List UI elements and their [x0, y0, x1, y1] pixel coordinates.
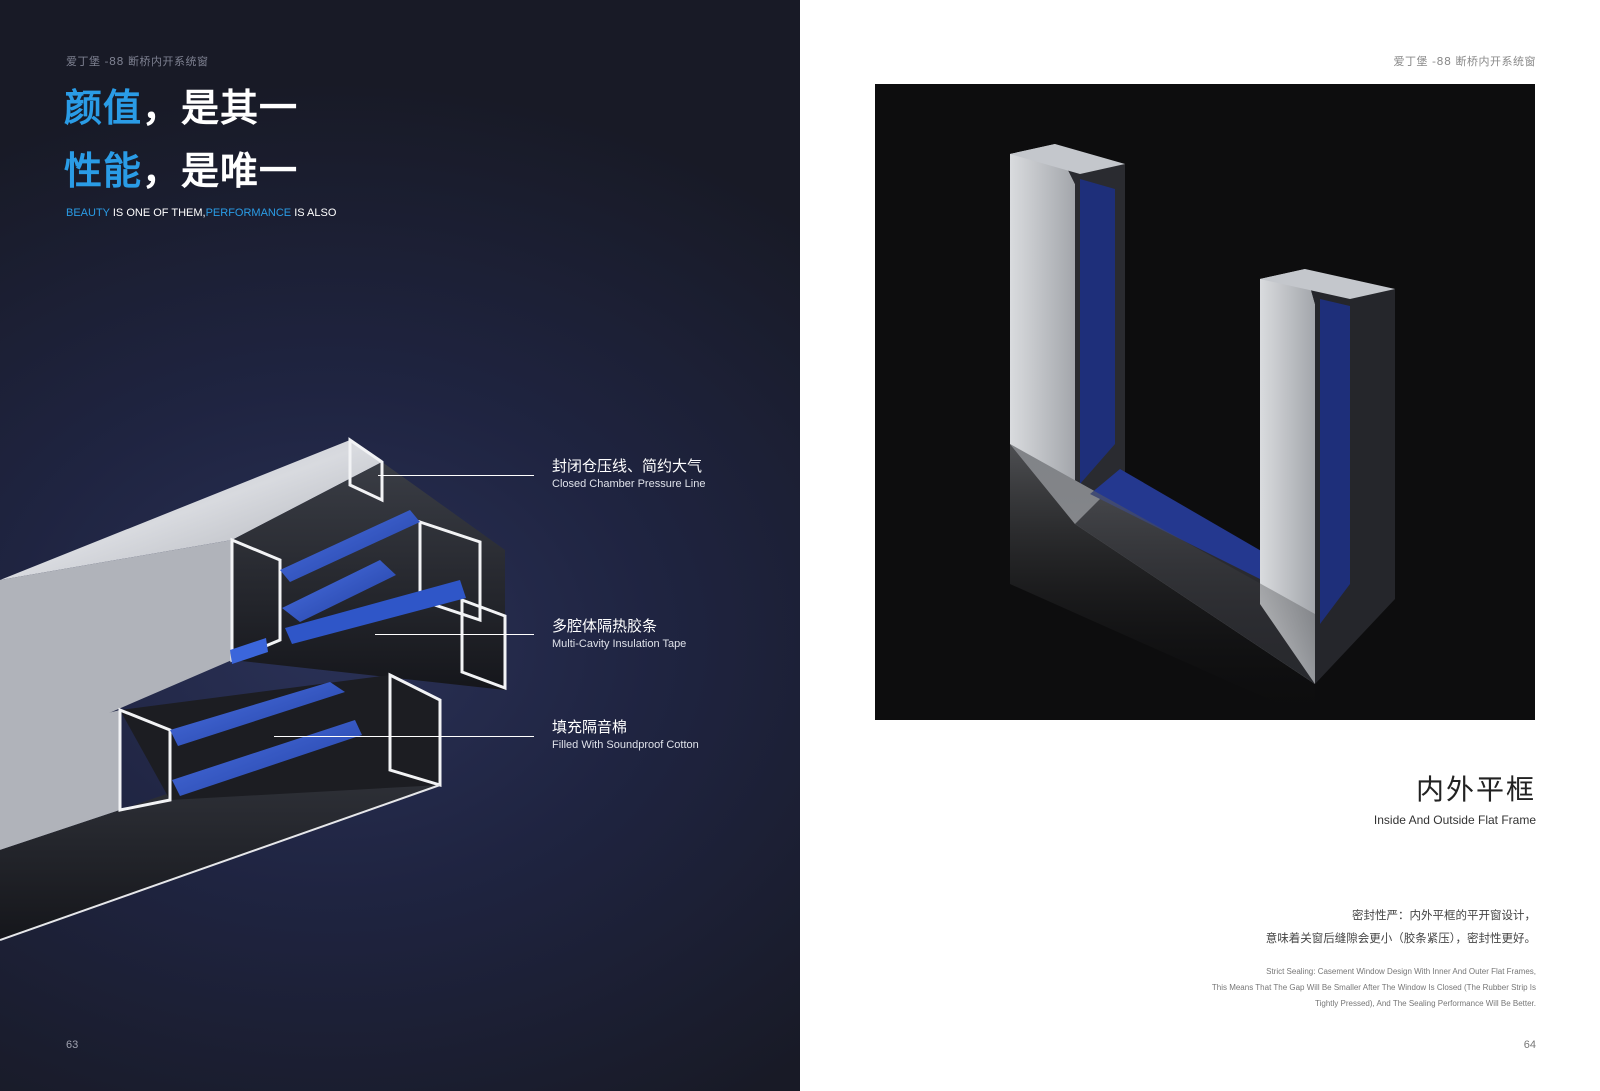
feature-title: 内外平框 — [1415, 773, 1536, 806]
floor-reflection — [1010, 444, 1315, 720]
headline-highlight: 颜值 — [64, 86, 143, 130]
bottom-rail-blue — [1090, 469, 1275, 584]
upper-cross-section — [230, 437, 507, 691]
left-post-blue — [1080, 179, 1115, 484]
upper-gasket — [285, 580, 466, 644]
upper-gasket — [280, 510, 420, 582]
running-head: 爱丁堡 -88 断桥内开系统窗 — [1393, 55, 1536, 68]
tagline-beauty: BEAUTY — [66, 207, 110, 219]
tagline-performance: PERFORMANCE — [205, 207, 292, 219]
u-frame-illustration — [1010, 144, 1395, 720]
left-post-cut-end — [1010, 144, 1125, 174]
description-cn: 密封性严：内外平框的平开窗设计， 意味着关窗后缝隙会更小（胶条紧压），密封性更好… — [1266, 904, 1536, 950]
callout-leader-line — [274, 736, 534, 737]
description-line: This Means That The Gap Will Be Smaller … — [1211, 983, 1536, 992]
lower-gasket — [170, 682, 345, 746]
description-line: 意味着关窗后缝隙会更小（胶条紧压），密封性更好。 — [1265, 931, 1536, 945]
callout-title: 多腔体隔热胶条 — [552, 617, 658, 635]
upper-gasket — [230, 638, 268, 664]
callout-subtitle: Multi-Cavity Insulation Tape — [552, 638, 687, 650]
right-post-cut-end — [1260, 269, 1395, 299]
description-en: Strict Sealing: Casement Window Design W… — [1176, 964, 1536, 1012]
tagline: BEAUTY IS ONE OF THEM,PERFORMANCE IS ALS… — [66, 207, 336, 219]
description-line: Tightly Pressed), And The Sealing Perfor… — [1315, 999, 1536, 1008]
headline-rest: ，是其一 — [142, 86, 299, 130]
upper-gasket — [282, 560, 396, 622]
headline-performance: 性能，是唯一 — [64, 152, 298, 190]
running-head: 爱丁堡 -88 断桥内开系统窗 — [66, 55, 209, 68]
callout-subtitle: Closed Chamber Pressure Line — [552, 478, 706, 490]
callout-soundproof-cotton: 填充隔音棉 Filled With Soundproof Cotton — [552, 718, 699, 751]
headline-rest: ，是唯一 — [142, 149, 299, 193]
upper-profile-top-face — [0, 440, 382, 580]
lower-profile-side-face — [0, 710, 120, 850]
description-line: Strict Sealing: Casement Window Design W… — [1266, 967, 1536, 976]
upper-profile-side-face — [0, 540, 232, 760]
left-page: 爱丁堡 -88 断桥内开系统窗 颜值，是其一 性能，是唯一 BEAUTY IS … — [0, 0, 800, 1091]
right-post-blue — [1320, 299, 1350, 624]
right-post-face — [1260, 269, 1315, 684]
right-page: 爱丁堡 -88 断桥内开系统窗 — [800, 0, 1600, 1091]
callout-title: 封闭仓压线、简约大气 — [552, 457, 703, 475]
edge-highlight — [0, 784, 441, 941]
feature-subtitle: Inside And Outside Flat Frame — [1373, 813, 1536, 827]
tagline-text: IS ONE OF THEM, — [109, 207, 206, 219]
description-line: 密封性严：内外平框的平开窗设计， — [1352, 908, 1536, 922]
callout-insulation-tape: 多腔体隔热胶条 Multi-Cavity Insulation Tape — [552, 617, 686, 650]
callout-subtitle: Filled With Soundproof Cotton — [552, 739, 699, 751]
lower-profile-face — [120, 675, 440, 800]
headline-highlight: 性能 — [64, 149, 143, 193]
page-number: 64 — [1523, 1039, 1536, 1051]
window-profile-illustration — [0, 437, 507, 941]
callout-title: 填充隔音棉 — [552, 718, 628, 736]
callout-leader-line — [378, 475, 534, 476]
headline-beauty: 颜值，是其一 — [64, 89, 298, 127]
flat-frame-photo — [875, 84, 1535, 720]
callout-pressure-line: 封闭仓压线、简约大气 Closed Chamber Pressure Line — [552, 457, 705, 490]
page-number: 63 — [66, 1039, 79, 1051]
left-post-face — [1010, 144, 1075, 524]
callout-leader-line — [375, 634, 534, 635]
tagline-text: IS ALSO — [291, 207, 337, 219]
lower-gasket — [172, 720, 362, 796]
